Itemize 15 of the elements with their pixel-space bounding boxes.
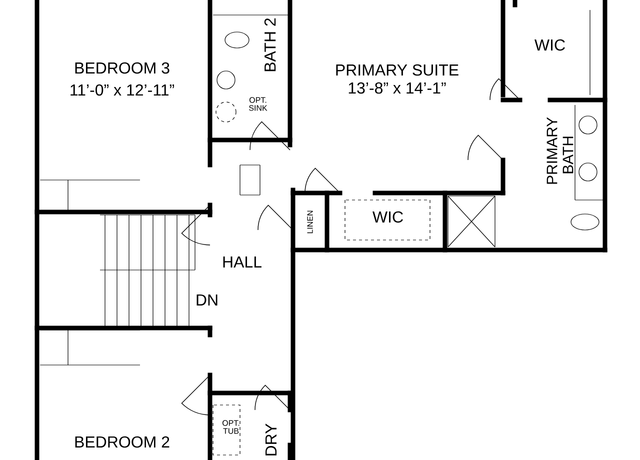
fixture-note: OPT. TUB <box>222 420 240 434</box>
stair-label: DN <box>196 294 218 306</box>
room-name: WIC <box>534 39 565 51</box>
room-name: BATH 2 <box>264 18 276 72</box>
room-dimensions: 11’-0” x 12’-11” <box>70 84 174 96</box>
room-name: HALL <box>223 256 262 268</box>
room-name: BEDROOM 3 <box>75 62 170 74</box>
room-dimensions: 13’-8” x 14’-1” <box>348 82 446 94</box>
room-name: PRIMARY BATH <box>546 117 574 184</box>
room-name: BEDROOM 2 <box>75 436 170 448</box>
room-name: DRY <box>266 424 276 456</box>
room-name: PRIMARY SUITE <box>336 64 458 76</box>
room-name: WIC <box>372 211 403 223</box>
fixture-note: OPT. SINK <box>249 97 268 111</box>
room-name: LINEN <box>307 210 313 234</box>
